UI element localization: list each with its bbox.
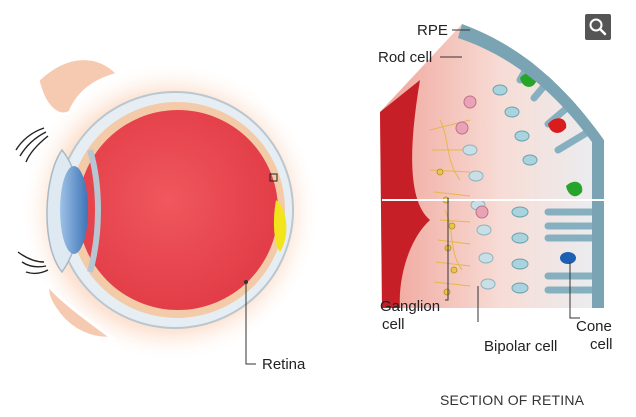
section-marker <box>269 173 278 182</box>
ganglion-layer <box>429 119 471 287</box>
magnifier-icon <box>589 18 607 36</box>
rod-cell-label: Rod cell <box>378 49 433 66</box>
lower-eyelid <box>46 281 117 340</box>
bipolar-cell-label: Bipolar cell <box>484 338 558 355</box>
ciliary-body <box>87 149 102 273</box>
blue-cone <box>560 252 576 264</box>
cone-leader <box>569 262 580 319</box>
nerve-fiber-layer <box>380 80 430 308</box>
retina-leader <box>245 282 256 365</box>
section-caption: SECTION OF RETINA <box>440 392 585 408</box>
upper-eyelashes <box>15 127 49 163</box>
retina-label: Retina <box>262 356 306 373</box>
cone-cell-label-line1: Cone <box>576 318 612 335</box>
cone-cell-label-line2: cell <box>590 336 613 353</box>
macula <box>273 200 287 252</box>
lower-eyelashes <box>17 251 49 275</box>
retina-section <box>380 24 604 322</box>
green-cone-2 <box>566 181 583 197</box>
ganglion-cell-label-line1: Ganglion <box>380 298 441 315</box>
amacrine-cells <box>455 95 489 219</box>
bipolar-cells <box>462 144 496 290</box>
upper-eyelid <box>36 57 121 116</box>
ganglion-cell-label-line2: cell <box>382 316 405 333</box>
section-content <box>380 24 604 308</box>
ganglion-leader <box>445 198 449 301</box>
red-cone <box>548 118 567 133</box>
photoreceptor-nuclei <box>492 84 538 294</box>
eye-cross-section <box>15 57 320 365</box>
lens <box>60 166 88 254</box>
zoom-button[interactable] <box>585 14 611 40</box>
vitreous-body <box>78 110 278 310</box>
retina-leader-dot <box>244 280 248 284</box>
rpe-label: RPE <box>417 22 448 39</box>
